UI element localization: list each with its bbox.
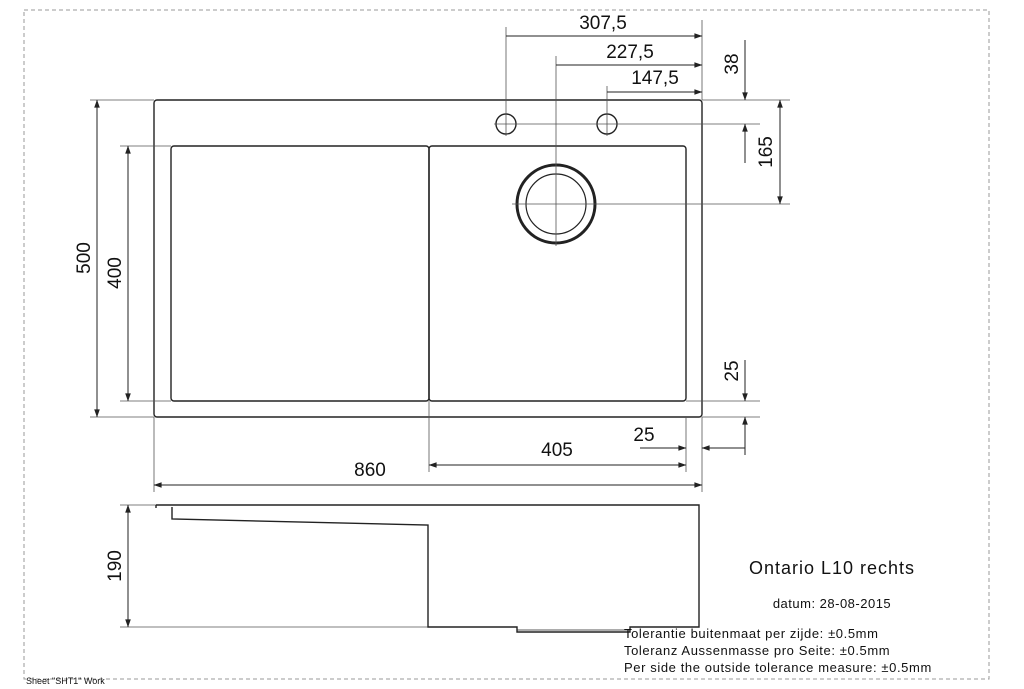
dim-500-label: 500 [74, 242, 95, 274]
basin-left [170, 145, 430, 402]
sink-outline [153, 99, 703, 418]
sheet-frame [23, 9, 990, 680]
dim-147-label: 147,5 [631, 68, 679, 89]
dim-190-label: 190 [105, 550, 126, 582]
dim-227-label: 227,5 [606, 42, 654, 63]
dim-860-label: 860 [354, 460, 386, 481]
tolerance-english: Per side the outside tolerance measure: … [624, 660, 932, 675]
dim-400-label: 400 [105, 257, 126, 289]
side-profile [156, 504, 700, 633]
drawing-title: Ontario L10 rechts [749, 558, 915, 578]
tolerance-german: Toleranz Aussenmasse pro Seite: ±0.5mm [624, 643, 890, 658]
dim-25-right-label: 25 [722, 360, 743, 381]
drawing-date: datum: 28-08-2015 [773, 596, 891, 611]
dim-307-label: 307,5 [579, 13, 627, 34]
tolerance-dutch: Tolerantie buitenmaat per zijde: ±0.5mm [624, 626, 879, 641]
dim-405-label: 405 [541, 440, 573, 461]
top-view [153, 99, 703, 418]
dim-25-bottom-label: 25 [633, 425, 654, 446]
sheet-label: Sheet "SHT1" Work [26, 676, 105, 686]
dim-38-label: 38 [722, 53, 743, 74]
extension-lines [90, 20, 790, 628]
side-view [155, 504, 700, 633]
dimension-lines [94, 33, 783, 628]
dim-165-label: 165 [756, 136, 777, 168]
basin-right [428, 145, 687, 402]
